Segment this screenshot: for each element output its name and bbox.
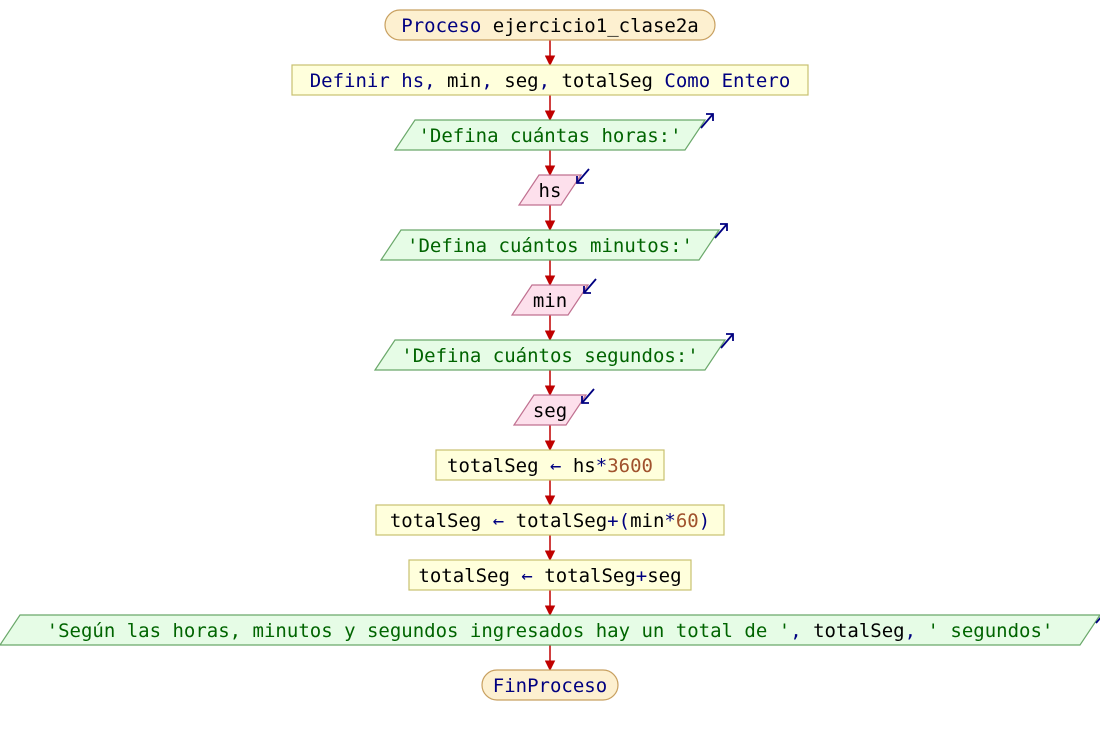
label-token: min (533, 290, 567, 312)
output-arrow-icon (700, 113, 714, 129)
input-parallelogram (517, 174, 583, 206)
label-token: hs (573, 455, 596, 477)
output-prompt-minutes: 'Defina cuántos minutos:' (379, 223, 728, 261)
label-token: ' segundos' (928, 620, 1054, 642)
output-prompt-seconds: 'Defina cuántos segundos:' (373, 333, 734, 371)
node-label: min (533, 290, 567, 312)
node-label: FinProceso (493, 675, 607, 697)
node-label: hs (539, 180, 562, 202)
label-token: 60 (676, 510, 699, 532)
node-label: 'Defina cuántas horas:' (418, 125, 681, 147)
input-arrow-icon (581, 388, 595, 404)
output-arrow-icon (1095, 616, 1100, 624)
label-token: ← (539, 455, 573, 477)
node-label: 'Según las horas, minutos y segundos ing… (47, 620, 1054, 642)
output-result: 'Según las horas, minutos y segundos ing… (0, 614, 1100, 646)
label-token: hs (390, 70, 424, 92)
label-token: totalSeg (418, 565, 510, 587)
label-token: , (424, 70, 435, 92)
label-token: seg (647, 565, 681, 587)
label-token: + (636, 565, 647, 587)
label-token: Definir (310, 70, 390, 92)
input-seg: seg (512, 388, 595, 426)
define-variables-box: Definir hs, min, seg, totalSeg Como Ente… (291, 64, 809, 96)
label-token: min (436, 70, 482, 92)
assign-total-hours: totalSeg ← hs*3600 (435, 449, 665, 481)
node-label: totalSeg ← totalSeg+(min*60) (390, 510, 710, 532)
input-parallelogram (510, 284, 590, 316)
label-token: 3600 (607, 455, 653, 477)
input-arrow-icon (583, 278, 597, 294)
label-token: totalSeg (390, 510, 482, 532)
process-shape (375, 504, 725, 536)
assign-total-minutes: totalSeg ← totalSeg+(min*60) (375, 504, 725, 536)
output-parallelogram (373, 339, 727, 371)
output-prompt-hours: 'Defina cuántas horas:' (393, 113, 714, 151)
input-min: min (510, 278, 597, 316)
label-token: Proceso (401, 15, 481, 37)
process-start-terminal: Proceso ejercicio1_clase2a (384, 9, 716, 41)
process-end-terminal: FinProceso (481, 669, 619, 701)
label-token: Como Entero (653, 70, 790, 92)
node-label: Proceso ejercicio1_clase2a (401, 15, 698, 37)
process-shape (435, 449, 665, 481)
label-token: 'Según las horas, minutos y segundos ing… (47, 620, 791, 642)
label-token: hs (539, 180, 562, 202)
label-token: 'Defina cuántos segundos:' (401, 345, 698, 367)
terminal-shape (384, 9, 716, 41)
output-parallelogram (393, 119, 707, 151)
label-token: , (905, 620, 928, 642)
label-token: * (664, 510, 675, 532)
label-token: 'Defina cuántos minutos:' (407, 235, 693, 257)
assign-total-seconds: totalSeg ← totalSeg+seg (408, 559, 692, 591)
label-token: seg (533, 400, 567, 422)
label-token: , (790, 620, 813, 642)
input-arrow-icon (576, 168, 590, 184)
label-token: , (481, 70, 492, 92)
node-label: Definir hs, min, seg, totalSeg Como Ente… (310, 70, 791, 92)
output-arrow-icon (714, 223, 728, 239)
label-token: min (630, 510, 664, 532)
label-token: , (539, 70, 550, 92)
label-token: totalSeg (447, 455, 539, 477)
label-token: * (596, 455, 607, 477)
node-label: 'Defina cuántos segundos:' (401, 345, 698, 367)
label-token: totalSeg (550, 70, 653, 92)
label-token: ← (510, 565, 544, 587)
output-parallelogram (379, 229, 721, 261)
node-label: totalSeg ← hs*3600 (447, 455, 653, 477)
input-hs: hs (517, 168, 590, 206)
label-token: totalSeg (544, 565, 636, 587)
label-token: ) (699, 510, 710, 532)
label-token: seg (493, 70, 539, 92)
process-shape (291, 64, 809, 96)
label-token: 'Defina cuántas horas:' (418, 125, 681, 147)
label-token: FinProceso (493, 675, 607, 697)
input-parallelogram (512, 394, 588, 426)
terminal-shape (481, 669, 619, 701)
label-token: totalSeg (813, 620, 905, 642)
label-token: ejercicio1_clase2a (481, 15, 698, 37)
node-label: 'Defina cuántos minutos:' (407, 235, 693, 257)
label-token: +( (607, 510, 630, 532)
node-label: totalSeg ← totalSeg+seg (418, 565, 681, 587)
label-token: ← (481, 510, 515, 532)
node-label: seg (533, 400, 567, 422)
label-token: totalSeg (516, 510, 608, 532)
output-arrow-icon (720, 333, 734, 349)
process-shape (408, 559, 692, 591)
output-parallelogram (0, 614, 1100, 646)
